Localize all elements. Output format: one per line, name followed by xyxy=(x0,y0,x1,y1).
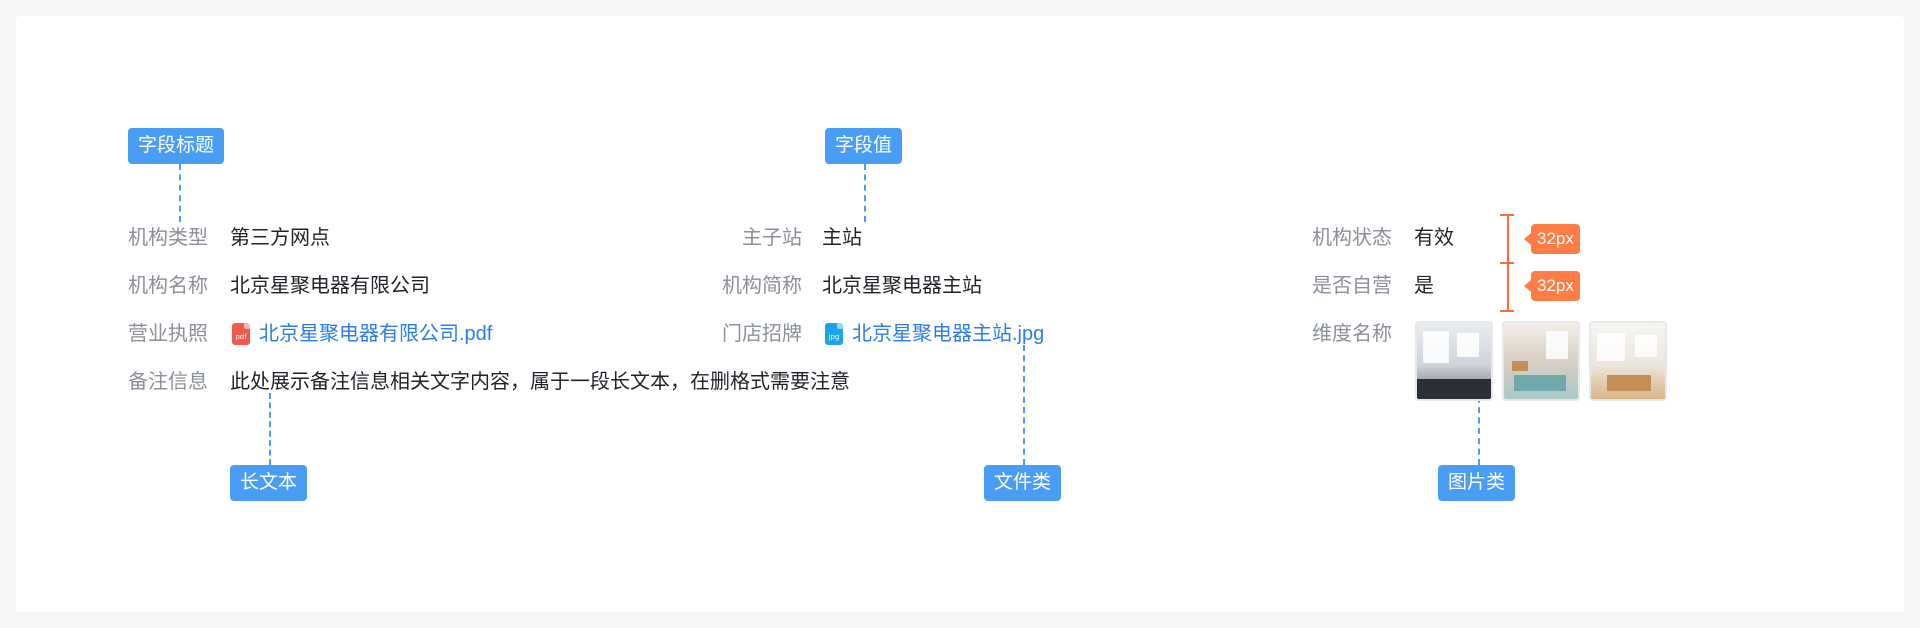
value-org-name: 北京星聚电器有限公司 xyxy=(230,275,430,297)
detail-card xyxy=(16,16,1904,612)
value-org-status: 有效 xyxy=(1414,227,1454,249)
room-photo-2 xyxy=(1504,323,1578,399)
value-main-site: 主站 xyxy=(822,227,862,249)
callout-line-long-text xyxy=(269,393,271,465)
label-dimension-name: 维度名称 xyxy=(1312,323,1392,345)
label-remark: 备注信息 xyxy=(128,371,208,393)
room-photo-1 xyxy=(1417,323,1491,399)
callout-field-title: 字段标题 xyxy=(128,128,225,164)
image-thumbnail-2[interactable] xyxy=(1502,321,1580,401)
business-license-file-name[interactable]: 北京星聚电器有限公司.pdf xyxy=(259,323,493,345)
label-self-operated: 是否自营 xyxy=(1312,275,1392,297)
measure-badge-row1: 32px xyxy=(1524,224,1580,254)
label-business-license: 营业执照 xyxy=(128,323,208,345)
measure-line-1 xyxy=(1507,214,1509,262)
label-org-status: 机构状态 xyxy=(1312,227,1392,249)
value-org-short-name: 北京星聚电器主站 xyxy=(822,275,982,297)
callout-line-field-value xyxy=(864,164,866,222)
callout-line-field-title xyxy=(179,164,181,222)
label-store-sign: 门店招牌 xyxy=(722,323,802,345)
measure-line-2 xyxy=(1507,262,1509,310)
image-thumbnail-1[interactable] xyxy=(1415,321,1493,401)
callout-long-text: 长文本 xyxy=(230,465,308,501)
value-remark: 此处展示备注信息相关文字内容，属于一段长文本，在删格式需要注意 xyxy=(230,371,850,393)
measure-cap-bottom xyxy=(1500,310,1514,312)
pdf-file-icon: pdf xyxy=(232,323,250,345)
image-thumbnail-3[interactable] xyxy=(1589,321,1667,401)
callout-image-type: 图片类 xyxy=(1438,465,1516,501)
business-license-file-link[interactable]: pdf 北京星聚电器有限公司.pdf xyxy=(232,320,492,348)
label-org-name: 机构名称 xyxy=(128,275,208,297)
measure-badge-row2: 32px xyxy=(1524,271,1580,301)
label-org-short-name: 机构简称 xyxy=(722,275,802,297)
jpg-file-icon: jpg xyxy=(825,323,843,345)
callout-file-type: 文件类 xyxy=(984,465,1062,501)
store-sign-file-name[interactable]: 北京星聚电器主站.jpg xyxy=(852,323,1045,345)
value-org-type: 第三方网点 xyxy=(230,227,330,249)
callout-line-image-type xyxy=(1478,345,1480,465)
value-self-operated: 是 xyxy=(1414,275,1434,297)
room-photo-3 xyxy=(1591,323,1665,399)
label-org-type: 机构类型 xyxy=(128,227,208,249)
store-sign-file-link[interactable]: jpg 北京星聚电器主站.jpg xyxy=(825,320,1044,348)
label-main-site: 主子站 xyxy=(742,227,802,249)
callout-line-file-type xyxy=(1023,345,1025,465)
callout-field-value: 字段值 xyxy=(825,128,903,164)
